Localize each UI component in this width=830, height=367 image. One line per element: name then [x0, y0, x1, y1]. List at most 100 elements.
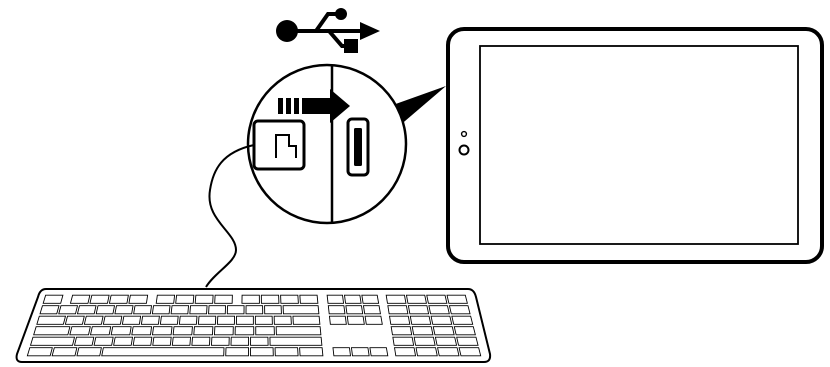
- key: [192, 337, 210, 345]
- key: [215, 295, 233, 303]
- key: [261, 295, 279, 303]
- key: [109, 295, 128, 303]
- key: [176, 295, 194, 303]
- key: [84, 316, 103, 324]
- key: [281, 295, 299, 303]
- key: [94, 337, 113, 345]
- key: [102, 348, 224, 356]
- key: [293, 316, 320, 324]
- key: [152, 327, 172, 335]
- key: [351, 348, 369, 356]
- key: [412, 327, 433, 335]
- key: [363, 306, 380, 314]
- key: [454, 327, 475, 335]
- key: [457, 337, 478, 345]
- key: [198, 316, 215, 324]
- tablet: [448, 29, 822, 262]
- key: [452, 316, 473, 324]
- key: [256, 327, 275, 335]
- key: [270, 337, 322, 345]
- key: [156, 295, 174, 303]
- key: [31, 337, 75, 345]
- key: [43, 295, 63, 303]
- key: [59, 306, 78, 314]
- key: [251, 348, 274, 356]
- key: [283, 306, 319, 314]
- tablet-screen: [480, 46, 798, 244]
- key: [365, 316, 382, 324]
- key: [65, 316, 84, 324]
- usb-icon: [276, 8, 380, 53]
- key: [449, 306, 470, 314]
- key: [410, 316, 430, 324]
- key: [194, 327, 213, 335]
- key: [91, 327, 111, 335]
- key: [90, 295, 109, 303]
- key: [333, 348, 351, 356]
- key: [427, 295, 447, 303]
- key: [300, 295, 318, 303]
- key: [429, 306, 449, 314]
- key: [388, 306, 408, 314]
- key: [347, 316, 364, 324]
- key: [231, 337, 249, 345]
- keyboard-cable: [206, 145, 254, 287]
- key: [274, 316, 291, 324]
- key: [362, 295, 379, 303]
- key: [390, 316, 410, 324]
- key: [214, 327, 233, 335]
- key: [70, 327, 90, 335]
- key: [414, 337, 435, 345]
- key: [211, 337, 229, 345]
- key: [391, 327, 412, 335]
- key: [209, 306, 226, 314]
- key: [431, 316, 452, 324]
- key: [236, 316, 253, 324]
- key: [386, 295, 406, 303]
- usb-dongle: [254, 121, 304, 169]
- key: [447, 295, 467, 303]
- key: [300, 348, 323, 356]
- key: [77, 306, 96, 314]
- zoom-callout: [248, 60, 406, 230]
- key: [190, 306, 207, 314]
- key: [408, 306, 428, 314]
- key: [438, 348, 459, 356]
- key: [134, 306, 152, 314]
- usb-port: [348, 119, 368, 175]
- key: [153, 337, 171, 345]
- keyboard: [17, 289, 491, 362]
- key: [37, 316, 66, 324]
- key: [227, 306, 244, 314]
- key: [129, 295, 148, 303]
- key: [171, 306, 188, 314]
- key: [265, 306, 282, 314]
- key: [251, 337, 269, 345]
- key: [34, 327, 70, 335]
- key: [406, 295, 426, 303]
- key: [395, 348, 416, 356]
- key: [226, 348, 249, 356]
- key: [52, 348, 77, 356]
- key: [115, 306, 133, 314]
- key: [132, 327, 152, 335]
- key: [111, 327, 131, 335]
- key: [75, 337, 94, 345]
- key: [70, 295, 89, 303]
- key: [416, 348, 437, 356]
- key: [276, 327, 321, 335]
- key: [344, 295, 361, 303]
- key: [370, 348, 388, 356]
- key: [328, 306, 345, 314]
- key: [27, 348, 52, 356]
- key: [173, 327, 192, 335]
- key: [242, 295, 259, 303]
- key: [114, 337, 133, 345]
- key: [329, 316, 346, 324]
- key: [433, 327, 454, 335]
- key: [179, 316, 197, 324]
- key: [96, 306, 114, 314]
- key: [152, 306, 170, 314]
- key: [393, 337, 414, 345]
